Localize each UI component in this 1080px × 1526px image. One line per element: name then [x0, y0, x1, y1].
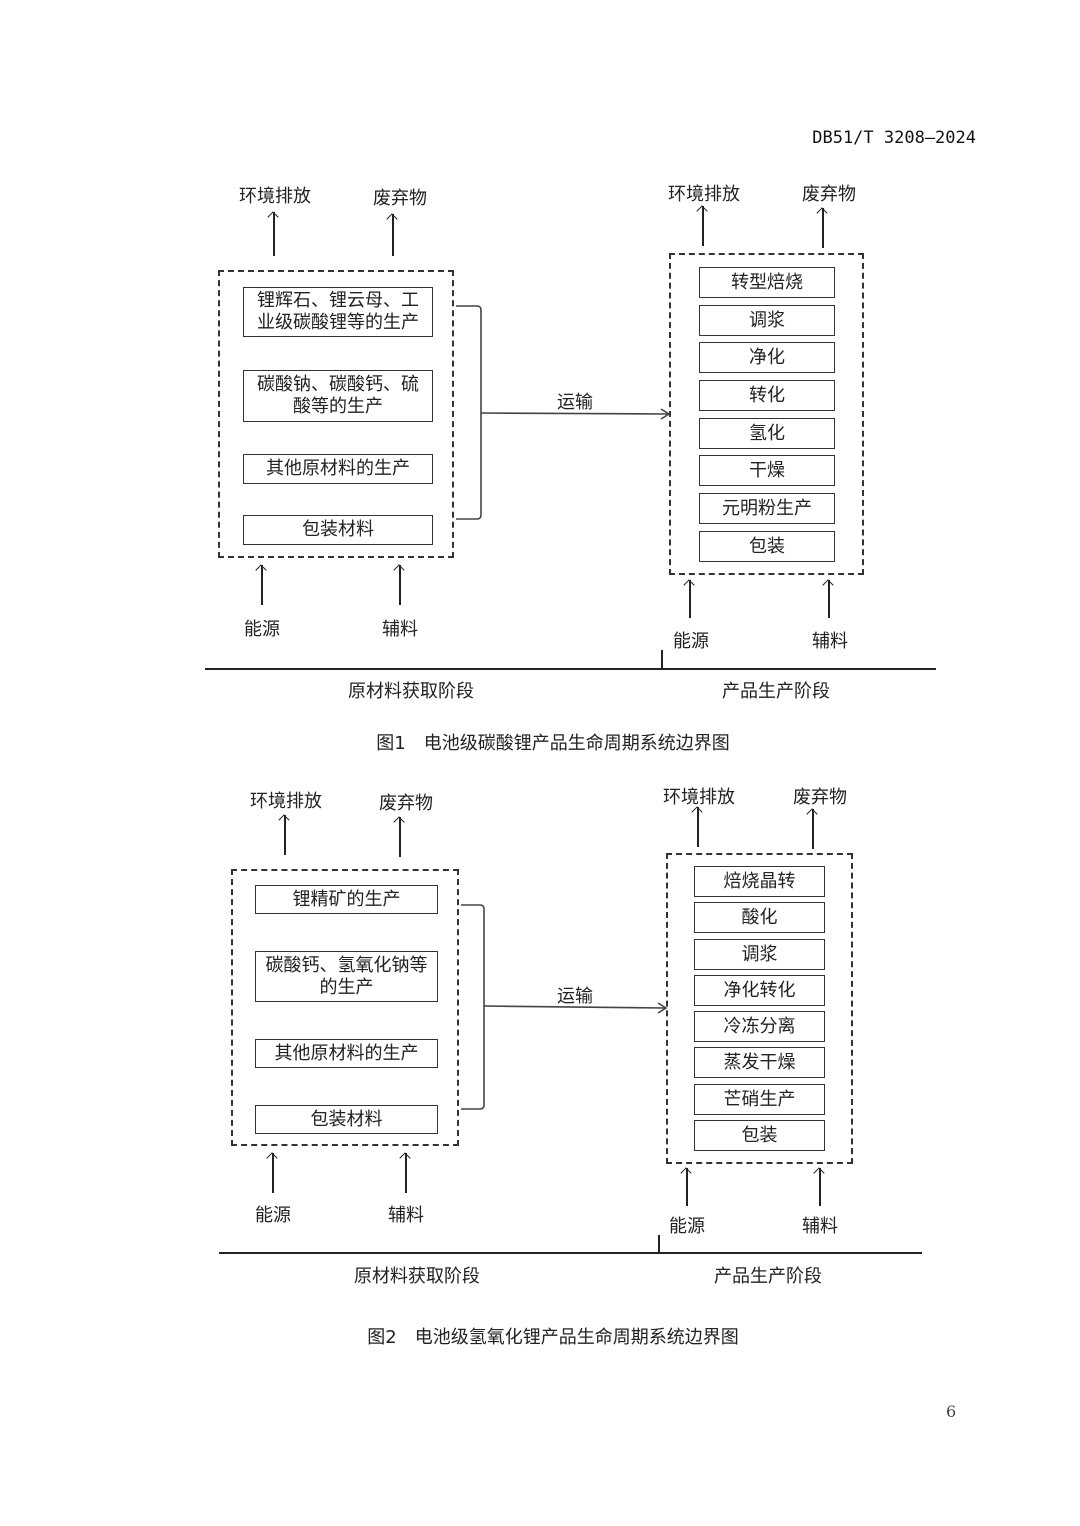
product-process-box: 包装	[694, 1120, 825, 1151]
product-process-box: 净化转化	[694, 975, 825, 1006]
arrow-up-icon	[399, 565, 401, 605]
product-process-box: 净化	[699, 342, 835, 373]
arrow-up-icon	[284, 815, 286, 855]
arrow-up-icon	[686, 1168, 688, 1206]
figure-number: 图1	[376, 733, 406, 754]
product-process-box: 转化	[699, 380, 835, 411]
input-label-auxiliary: 辅料	[388, 1205, 424, 1226]
product-process-box: 转型焙烧	[699, 267, 835, 298]
input-label-energy: 能源	[244, 619, 280, 640]
stage-divider-tick	[658, 1235, 660, 1253]
product-process-box: 焙烧晶转	[694, 866, 825, 897]
figure-number: 图2	[367, 1327, 397, 1348]
bracket	[461, 904, 485, 1110]
product-process-box: 酸化	[694, 902, 825, 933]
transport-label: 运输	[557, 392, 593, 413]
stage-label-raw: 原材料获取阶段	[348, 681, 474, 702]
transport-arrow-line	[483, 1005, 666, 1009]
output-label-emissions: 环境排放	[663, 787, 735, 808]
raw-stage-boundary	[231, 869, 459, 1146]
arrow-up-icon	[697, 807, 699, 847]
product-process-box: 包装	[699, 531, 835, 562]
arrow-up-icon	[812, 809, 814, 849]
stage-divider-tick	[661, 650, 663, 669]
raw-process-box: 锂精矿的生产	[255, 885, 438, 914]
product-process-box: 冷冻分离	[694, 1011, 825, 1042]
arrow-up-icon	[689, 580, 691, 618]
raw-process-box: 碳酸钠、碳酸钙、硫酸等的生产	[243, 370, 433, 422]
input-label-energy: 能源	[669, 1216, 705, 1237]
arrow-up-icon	[702, 206, 704, 246]
figure-caption: 图2 电池级氢氧化锂产品生命周期系统边界图	[367, 1323, 738, 1349]
transport-arrow-line	[480, 412, 669, 415]
raw-process-box: 包装材料	[243, 515, 433, 545]
input-label-auxiliary: 辅料	[382, 619, 418, 640]
arrow-up-icon	[272, 1153, 274, 1193]
raw-process-box: 碳酸钙、氢氧化钠等的生产	[255, 951, 438, 1002]
product-process-box: 调浆	[694, 939, 825, 970]
raw-process-box: 包装材料	[255, 1105, 438, 1134]
figure-caption: 图1 电池级碳酸锂产品生命周期系统边界图	[376, 729, 729, 755]
stage-label-product: 产品生产阶段	[722, 681, 830, 702]
bracket	[456, 305, 482, 520]
input-label-auxiliary: 辅料	[812, 631, 848, 652]
arrow-up-icon	[405, 1153, 407, 1193]
product-stage-boundary	[669, 253, 864, 575]
input-label-auxiliary: 辅料	[802, 1216, 838, 1237]
arrow-up-icon	[819, 1168, 821, 1206]
figure-title: 电池级氢氧化锂产品生命周期系统边界图	[414, 1327, 739, 1348]
raw-stage-boundary	[218, 270, 454, 558]
input-label-energy: 能源	[255, 1205, 291, 1226]
arrow-up-icon	[273, 212, 275, 256]
stage-divider-line	[205, 668, 936, 670]
raw-process-box: 锂辉石、锂云母、工业级碳酸锂等的生产	[243, 287, 433, 337]
output-label-waste: 废弃物	[802, 184, 856, 205]
output-label-waste: 废弃物	[379, 793, 433, 814]
arrow-up-icon	[392, 214, 394, 256]
output-label-emissions: 环境排放	[239, 186, 311, 207]
product-process-box: 元明粉生产	[699, 493, 835, 524]
input-label-energy: 能源	[673, 631, 709, 652]
output-label-emissions: 环境排放	[250, 791, 322, 812]
product-process-box: 调浆	[699, 305, 835, 336]
arrow-up-icon	[828, 580, 830, 618]
product-process-box: 芒硝生产	[694, 1084, 825, 1115]
standard-code: DB51/T 3208—2024	[812, 128, 976, 148]
arrow-up-icon	[822, 208, 824, 248]
product-process-box: 蒸发干燥	[694, 1047, 825, 1078]
raw-process-box: 其他原材料的生产	[255, 1039, 438, 1068]
page-number: 6	[946, 1402, 957, 1421]
product-process-box: 干燥	[699, 455, 835, 486]
arrow-up-icon	[261, 565, 263, 605]
output-label-waste: 废弃物	[373, 188, 427, 209]
stage-divider-line	[219, 1252, 922, 1254]
output-label-waste: 废弃物	[793, 787, 847, 808]
figure-title: 电池级碳酸锂产品生命周期系统边界图	[423, 733, 730, 754]
output-label-emissions: 环境排放	[668, 184, 740, 205]
raw-process-box: 其他原材料的生产	[243, 454, 433, 484]
product-stage-boundary	[666, 853, 853, 1164]
arrow-up-icon	[399, 817, 401, 857]
stage-label-product: 产品生产阶段	[714, 1266, 822, 1287]
stage-label-raw: 原材料获取阶段	[354, 1266, 480, 1287]
product-process-box: 氢化	[699, 418, 835, 449]
transport-label: 运输	[557, 986, 593, 1007]
